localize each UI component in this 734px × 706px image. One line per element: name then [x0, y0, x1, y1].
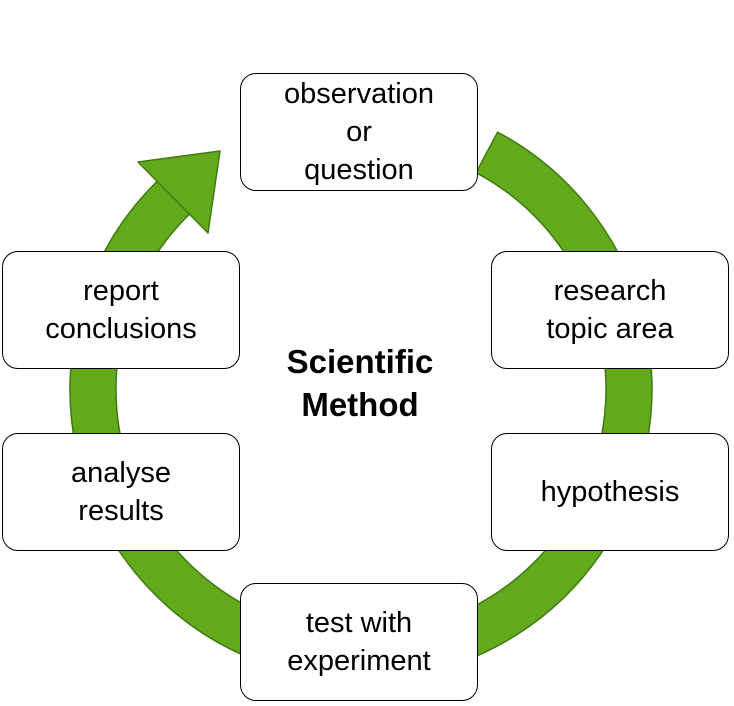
step-hypothesis-box: hypothesis	[491, 433, 729, 551]
step-research-box: research topic area	[491, 251, 729, 369]
step-test-box: test with experiment	[240, 583, 478, 701]
step-analyse-box: analyse results	[2, 433, 240, 551]
step-test-label: test with experiment	[287, 607, 431, 677]
step-research-label: research topic area	[546, 275, 674, 345]
step-analyse-label: analyse results	[71, 457, 171, 527]
step-observation-box: observation or question	[240, 73, 478, 191]
step-report-box: report conclusions	[2, 251, 240, 369]
step-observation-label: observation or question	[284, 78, 434, 186]
step-report-label: report conclusions	[45, 275, 197, 345]
step-hypothesis-label: hypothesis	[540, 476, 680, 508]
cycle-arrowhead	[137, 150, 221, 234]
center-title: Scientific Method	[286, 343, 434, 423]
